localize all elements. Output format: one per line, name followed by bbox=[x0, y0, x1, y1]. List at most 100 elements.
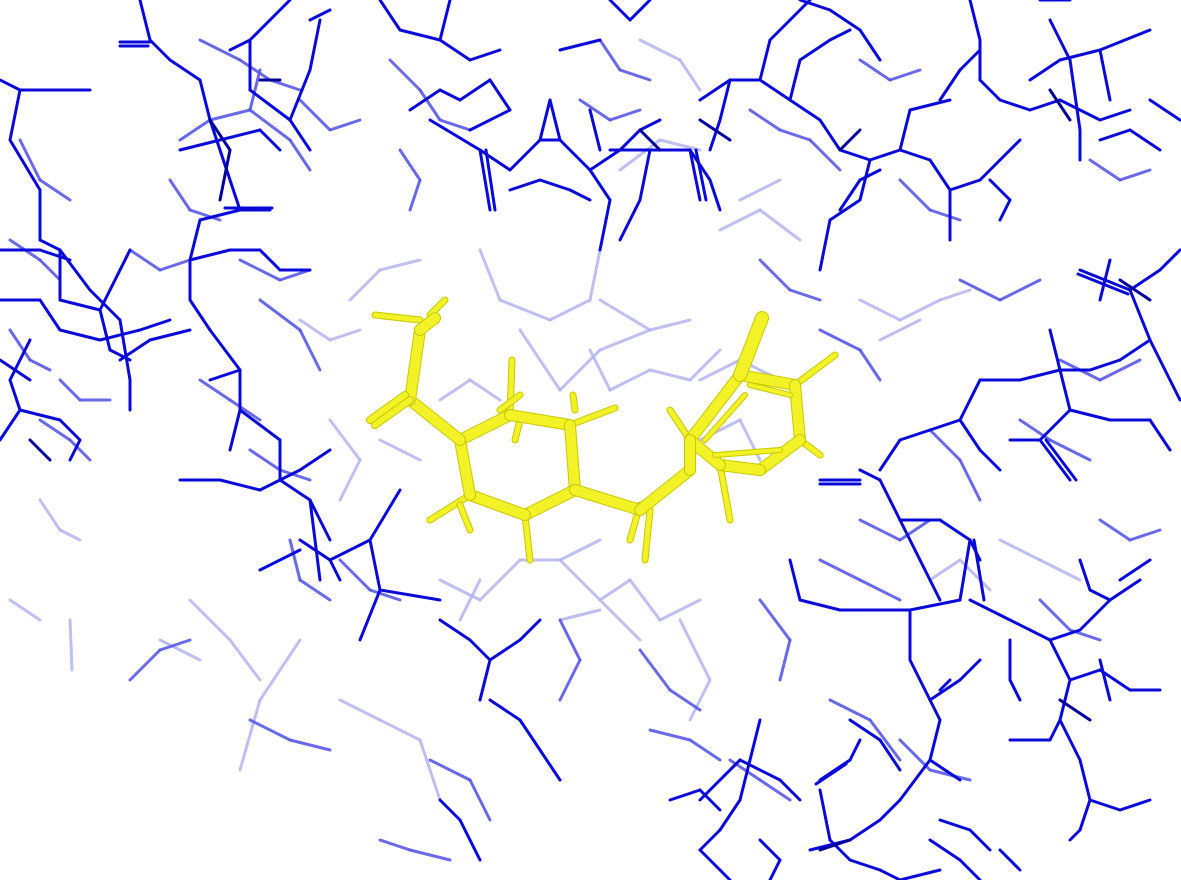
protein-bond-mid bbox=[748, 108, 782, 132]
ligand-bond bbox=[522, 512, 533, 563]
protein-bond bbox=[848, 818, 882, 842]
protein-bond bbox=[178, 138, 222, 152]
protein-bond-mid bbox=[758, 258, 792, 292]
protein-bond bbox=[638, 148, 652, 202]
protein-bond bbox=[1068, 58, 1082, 132]
protein-bond-mid bbox=[388, 58, 422, 92]
protein-wireframe-mid bbox=[8, 38, 1162, 862]
ligand-bond bbox=[755, 435, 805, 475]
protein-bond bbox=[938, 518, 972, 542]
protein-bond bbox=[848, 858, 882, 872]
protein-bond bbox=[928, 758, 962, 782]
protein-bond-mid bbox=[188, 208, 222, 222]
protein-bond bbox=[368, 538, 382, 592]
protein-bond bbox=[938, 678, 952, 692]
protein-bond bbox=[208, 368, 242, 382]
protein-bond bbox=[518, 618, 542, 642]
protein-bond-far bbox=[478, 558, 522, 602]
protein-bond bbox=[438, 618, 472, 642]
protein-bond bbox=[814, 762, 848, 786]
protein-bond-mid bbox=[758, 598, 792, 642]
protein-bond bbox=[168, 58, 202, 82]
protein-bond-mid bbox=[778, 128, 812, 142]
protein-bond bbox=[588, 148, 622, 172]
protein-bond bbox=[1118, 798, 1152, 812]
protein-bond bbox=[188, 248, 232, 262]
protein-bond-mid bbox=[288, 138, 312, 172]
protein-bond-mid bbox=[278, 468, 312, 482]
protein-bond-far bbox=[298, 318, 332, 342]
protein-bond-mid bbox=[38, 178, 72, 202]
protein-bond-far bbox=[518, 328, 562, 392]
protein-bond bbox=[1118, 338, 1152, 362]
protein-bond-mid bbox=[128, 248, 162, 272]
protein-bond bbox=[228, 408, 242, 452]
protein-bond-far bbox=[688, 348, 722, 382]
protein-bond bbox=[698, 778, 722, 802]
protein-bond-dark bbox=[1048, 88, 1072, 122]
protein-bond-far bbox=[658, 138, 702, 152]
protein-bond-dark bbox=[818, 838, 852, 852]
protein-bond-mid bbox=[238, 58, 272, 82]
protein-bond bbox=[958, 538, 972, 602]
protein-bond-mid bbox=[888, 68, 922, 82]
ligand-bond bbox=[497, 392, 523, 413]
protein-bond bbox=[708, 178, 722, 212]
protein-bond bbox=[1068, 828, 1082, 842]
protein-bond bbox=[208, 328, 242, 372]
protein-bond bbox=[788, 98, 822, 122]
protein-bond-mid bbox=[558, 658, 582, 702]
protein-bond bbox=[488, 78, 512, 112]
protein-bond-mid bbox=[368, 588, 402, 602]
protein-bond bbox=[478, 658, 492, 702]
protein-bond bbox=[1068, 668, 1102, 682]
protein-bond bbox=[708, 118, 722, 152]
protein-bond bbox=[538, 178, 572, 192]
protein-bond-mid bbox=[618, 68, 652, 82]
protein-bond-far bbox=[498, 298, 552, 322]
protein-bond-mid bbox=[958, 458, 982, 502]
protein-bond bbox=[18, 408, 62, 422]
protein-bond bbox=[1048, 18, 1072, 62]
ligand-bond bbox=[405, 395, 465, 445]
protein-bond bbox=[1018, 368, 1062, 382]
ligand-bond bbox=[465, 490, 530, 520]
protein-bond bbox=[1098, 108, 1132, 122]
protein-bond-mid bbox=[818, 558, 862, 582]
protein-bond-mid bbox=[38, 418, 72, 442]
protein-bond bbox=[1088, 798, 1122, 812]
protein-bond bbox=[898, 428, 932, 442]
protein-bond-mid bbox=[378, 838, 412, 852]
protein-bond bbox=[218, 478, 262, 492]
protein-bond bbox=[0, 408, 22, 442]
protein-bond bbox=[1098, 258, 1112, 302]
protein-bond-dark bbox=[698, 118, 732, 142]
protein-bond bbox=[138, 318, 172, 332]
ligand-bond bbox=[792, 352, 838, 388]
ligand-sticks[interactable] bbox=[366, 296, 839, 564]
protein-bond bbox=[958, 858, 982, 880]
protein-bond-mid bbox=[248, 68, 262, 112]
protein-bond-mid bbox=[28, 358, 52, 372]
protein-bond bbox=[198, 208, 242, 222]
protein-bond-far bbox=[1038, 558, 1082, 582]
protein-bond bbox=[288, 68, 312, 122]
protein-bond-mid bbox=[428, 758, 472, 782]
protein-bond bbox=[38, 298, 62, 332]
protein-bond bbox=[478, 148, 492, 212]
protein-bond-mid bbox=[438, 118, 472, 132]
protein-bond-far bbox=[228, 638, 262, 682]
protein-bond-mid bbox=[338, 558, 372, 592]
protein-bond bbox=[908, 598, 962, 612]
protein-bond bbox=[618, 198, 642, 242]
protein-bond bbox=[968, 0, 982, 42]
ligand-bond bbox=[748, 383, 792, 397]
protein-bond bbox=[1148, 98, 1181, 122]
ligand-bond bbox=[567, 405, 618, 428]
protein-bond bbox=[398, 28, 442, 42]
protein-bond-far bbox=[328, 418, 362, 462]
protein-bond-far bbox=[348, 268, 382, 302]
protein-bond-dark bbox=[28, 438, 52, 462]
